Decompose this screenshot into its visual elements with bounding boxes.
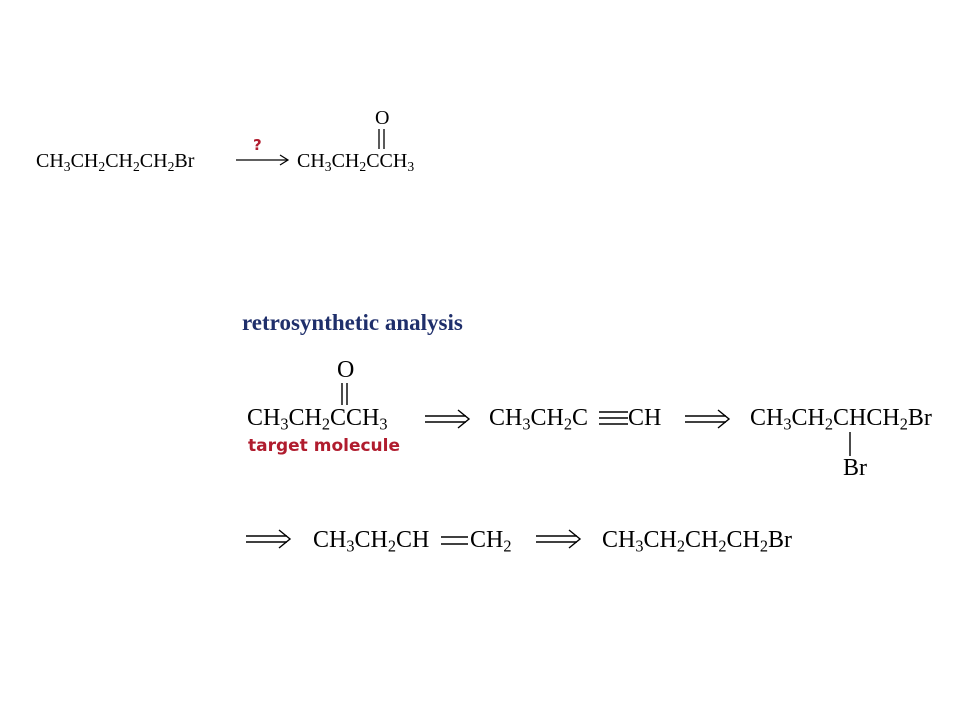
- retro-arrow-1: [425, 409, 471, 429]
- target-molecule: CH3CH2CCH3: [247, 405, 388, 434]
- alkyne-triple-bond: [599, 411, 628, 425]
- product-oxygen: O: [375, 107, 390, 129]
- target-oxygen: O: [337, 357, 355, 383]
- alkyne-right: CH: [628, 405, 662, 431]
- retrosynthetic-heading: retrosynthetic analysis: [242, 310, 463, 335]
- alkyne-left: CH3CH2C: [489, 405, 589, 434]
- retro-arrow-2: [685, 409, 731, 429]
- alkene-left: CH3CH2CH: [313, 527, 430, 556]
- alkyl-bromide: CH3CH2CH2CH2Br: [602, 527, 792, 556]
- product-molecule: CH3CH2CCH3: [297, 150, 415, 174]
- dibromide: CH3CH2CHCH2Br: [750, 405, 932, 434]
- question-mark: ?: [253, 136, 262, 154]
- target-molecule-label: target molecule: [248, 436, 401, 456]
- retro-arrow-3: [246, 529, 292, 549]
- alkene-right: CH2: [470, 527, 512, 556]
- forward-arrow: [236, 154, 290, 166]
- retro-arrow-4: [536, 529, 582, 549]
- target-carbonyl-bond: [341, 383, 348, 405]
- dibromide-branch-br: Br: [843, 455, 867, 481]
- alkene-double-bond: [441, 536, 468, 545]
- starting-material: CH3CH2CH2CH2Br: [36, 150, 195, 174]
- product-carbonyl-bond: [378, 129, 385, 149]
